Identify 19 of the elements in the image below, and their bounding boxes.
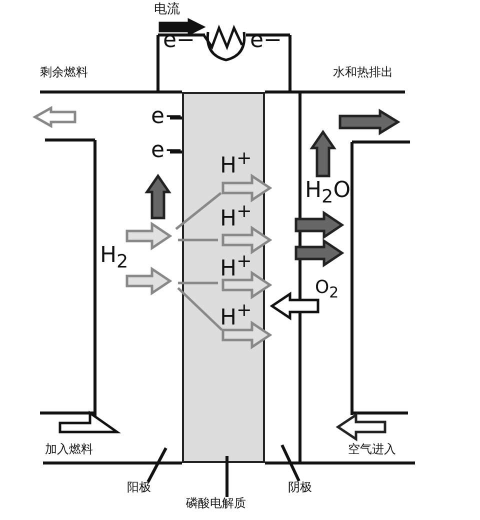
ion-label: H$^{+}$ (220, 150, 252, 178)
molecule-label: O$_{2}$ (315, 279, 339, 301)
part-label: 阳极 (127, 481, 151, 493)
electrolyte-layer (182, 92, 265, 463)
outlet-label: 水和热排出 (333, 66, 393, 78)
inlet-label: 空气进入 (348, 443, 396, 455)
ion-label: H$^{+}$ (220, 203, 252, 230)
ion-label: H$^{+}$ (220, 253, 252, 280)
part-label: 阴极 (288, 481, 312, 493)
part-label: 磷酸电解质 (186, 497, 246, 509)
leader-line (280, 444, 300, 482)
molecule-label: H$_{2}$ (100, 245, 128, 272)
ion-label: H$^{+}$ (220, 302, 252, 330)
leader-line (146, 447, 168, 483)
leader-line (226, 456, 228, 497)
inlet-label: 加入燃料 (45, 443, 93, 455)
molecule-label: H$_{2}$O (305, 180, 351, 207)
current-label: 电流 (154, 3, 180, 16)
outlet-label: 剩余燃料 (40, 66, 88, 78)
